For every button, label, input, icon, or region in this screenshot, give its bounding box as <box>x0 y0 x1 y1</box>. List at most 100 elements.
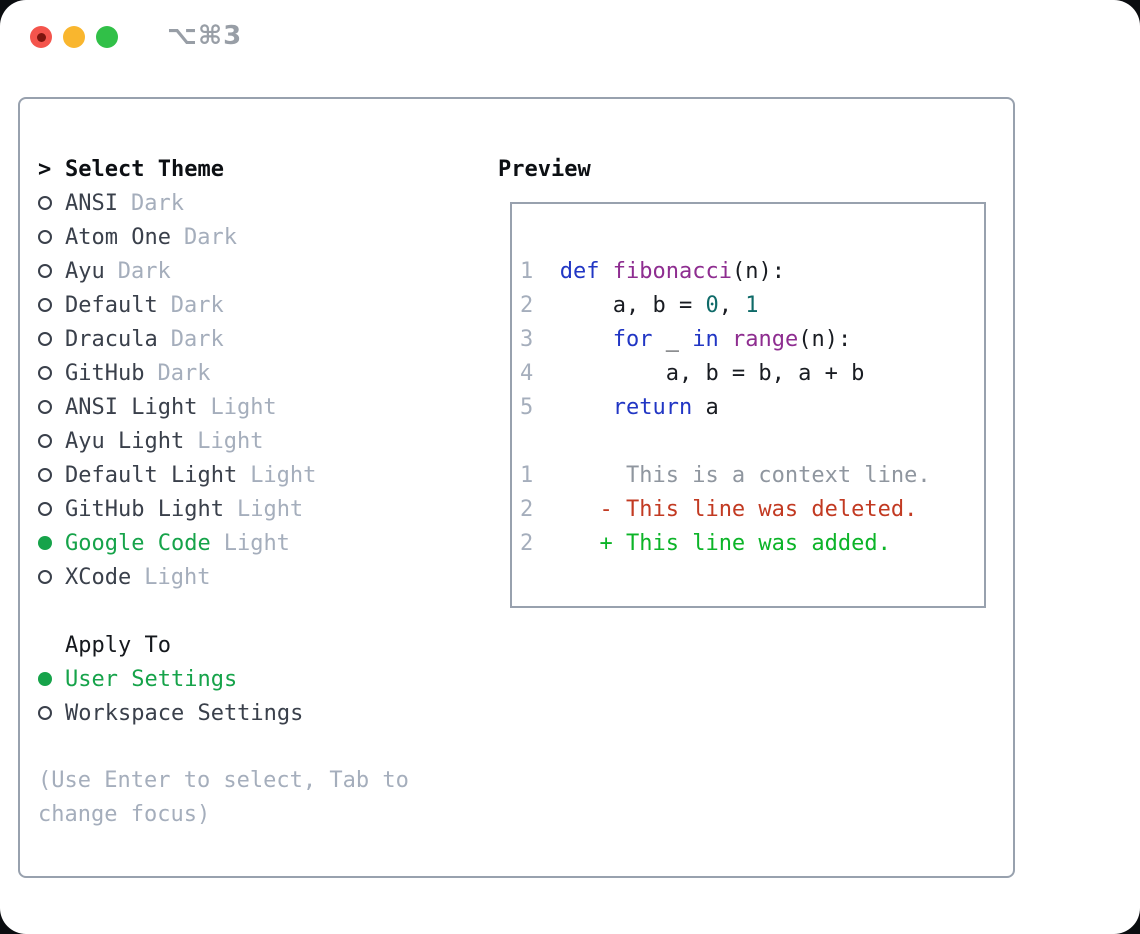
theme-option-default-light-light[interactable]: Default Light Light <box>38 458 316 492</box>
marker-cell <box>38 264 65 278</box>
apply-option-user-settings[interactable]: User Settings <box>38 662 303 696</box>
apply-to-title: Apply To <box>65 632 171 658</box>
marker-cell <box>38 196 65 210</box>
unsaved-dot-icon <box>36 32 46 42</box>
marker-cell <box>38 706 65 720</box>
option-label: XCode <box>65 564 132 590</box>
select-theme-header: > Select Theme <box>38 152 224 186</box>
help-text: (Use Enter to select, Tab to change focu… <box>38 764 409 832</box>
option-variant-label: Light <box>223 530 290 556</box>
option-variant-label: Dark <box>117 258 171 284</box>
traffic-lights <box>30 26 118 48</box>
option-label: Atom One <box>65 224 171 250</box>
theme-option-github-light-light[interactable]: GitHub Light Light <box>38 492 316 526</box>
line-number: 1 <box>520 463 534 488</box>
option-label: Workspace Settings <box>65 700 304 726</box>
marker-cell <box>38 672 65 686</box>
minimize-button[interactable] <box>63 26 85 48</box>
apply-to-header: Apply To <box>38 628 303 662</box>
radio-icon <box>38 434 52 448</box>
option-label: Default Light <box>65 462 238 488</box>
option-label: Ayu Light <box>65 428 185 454</box>
radio-icon <box>38 570 52 584</box>
line-number: 2 <box>520 531 534 556</box>
cursor-marker: > <box>38 157 65 182</box>
line-number: 2 <box>520 497 534 522</box>
help-line-1: (Use Enter to select, Tab to <box>38 768 409 793</box>
diff-preview: 1 This is a context line. 2 - This line w… <box>520 459 984 561</box>
option-label: ANSI <box>65 190 118 216</box>
radio-icon <box>38 230 52 244</box>
diff-line: 2 - This line was deleted. <box>520 497 918 522</box>
close-button[interactable] <box>30 26 52 48</box>
marker-cell <box>38 298 65 312</box>
preview-title: Preview <box>498 156 591 182</box>
zoom-button[interactable] <box>96 26 118 48</box>
radio-icon <box>38 366 52 380</box>
marker-cell <box>38 502 65 516</box>
option-label: Google Code <box>65 530 211 556</box>
option-variant-label: Light <box>197 428 264 454</box>
selected-radio-icon <box>38 536 52 550</box>
theme-option-xcode-light[interactable]: XCode Light <box>38 560 316 594</box>
radio-icon <box>38 502 52 516</box>
option-variant-label: Dark <box>183 224 237 250</box>
marker-cell <box>38 366 65 380</box>
theme-option-ansi-light-light[interactable]: ANSI Light Light <box>38 390 316 424</box>
radio-icon <box>38 400 52 414</box>
theme-option-ayu-dark[interactable]: Ayu Dark <box>38 254 316 288</box>
option-variant-label: Dark <box>157 360 211 386</box>
theme-option-dracula-dark[interactable]: Dracula Dark <box>38 322 316 356</box>
option-variant-label: Light <box>210 394 277 420</box>
theme-option-default-dark[interactable]: Default Dark <box>38 288 316 322</box>
code-line: 3 for _ in range(n): <box>520 327 852 352</box>
option-label: ANSI Light <box>65 394 198 420</box>
line-number: 2 <box>520 293 534 318</box>
apply-option-workspace-settings[interactable]: Workspace Settings <box>38 696 303 730</box>
pointer-icon: > <box>38 156 52 182</box>
radio-icon <box>38 706 52 720</box>
window-title: ⌥⌘3 <box>167 21 243 51</box>
selected-radio-icon <box>38 672 52 686</box>
diff-line: 1 This is a context line. <box>520 463 931 488</box>
line-number: 1 <box>520 259 534 284</box>
theme-option-ayu-light-light[interactable]: Ayu Light Light <box>38 424 316 458</box>
radio-icon <box>38 468 52 482</box>
line-number: 4 <box>520 361 534 386</box>
radio-icon <box>38 196 52 210</box>
code-line: 4 a, b = b, a + b <box>520 361 865 386</box>
radio-icon <box>38 332 52 346</box>
option-variant-label: Light <box>144 564 211 590</box>
main-panel <box>18 97 1015 878</box>
option-variant-label: Dark <box>170 326 224 352</box>
line-number: 5 <box>520 395 534 420</box>
option-label: Ayu <box>65 258 105 284</box>
option-label: Dracula <box>65 326 158 352</box>
option-variant-label: Light <box>250 462 317 488</box>
marker-cell <box>38 536 65 550</box>
theme-option-ansi-dark[interactable]: ANSI Dark <box>38 186 316 220</box>
code-line: 1 def fibonacci(n): <box>520 259 785 284</box>
option-label: Default <box>65 292 158 318</box>
code-line: 5 return a <box>520 395 719 420</box>
theme-option-google-code-light[interactable]: Google Code Light <box>38 526 316 560</box>
option-label: User Settings <box>65 666 238 692</box>
option-variant-label: Dark <box>170 292 224 318</box>
marker-cell <box>38 400 65 414</box>
option-label: GitHub Light <box>65 496 224 522</box>
option-variant-label: Light <box>236 496 304 522</box>
radio-icon <box>38 264 52 278</box>
marker-cell <box>38 434 65 448</box>
diff-line: 2 + This line was added. <box>520 531 891 556</box>
line-number: 3 <box>520 327 534 352</box>
marker-cell <box>38 468 65 482</box>
theme-option-atom-one-dark[interactable]: Atom One Dark <box>38 220 316 254</box>
marker-cell <box>38 332 65 346</box>
option-variant-label: Dark <box>130 190 184 216</box>
